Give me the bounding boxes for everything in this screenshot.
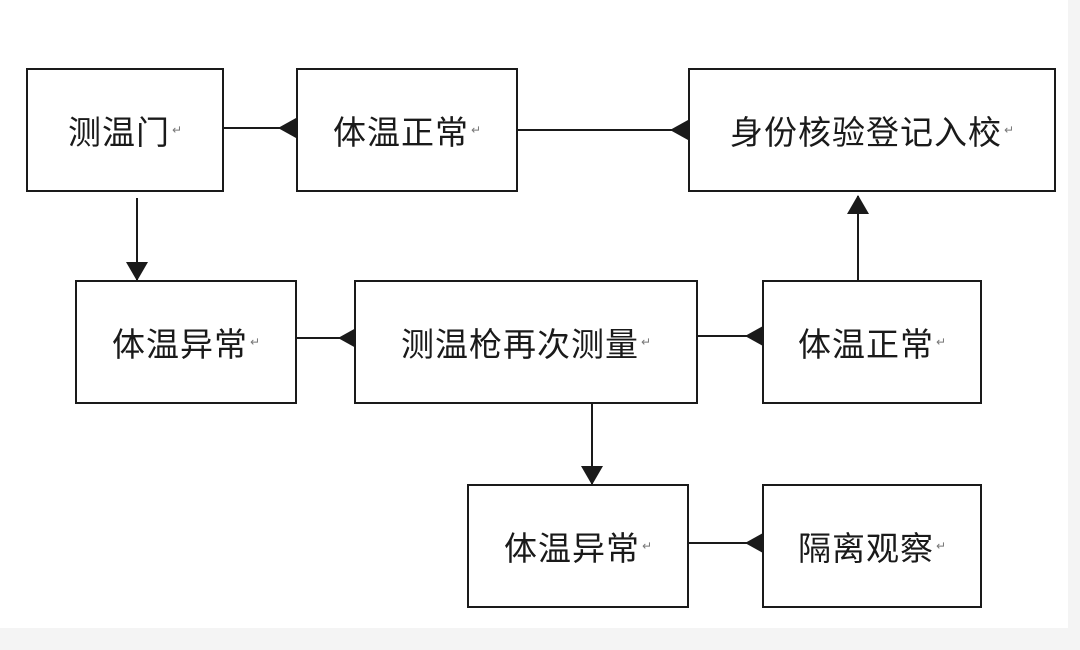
arrowhead-abnormal-to-remeasure — [338, 328, 356, 348]
arrowhead-abnormal2-to-isolation — [745, 533, 763, 553]
node-temp-gate-label: 测温门 — [67, 113, 170, 152]
paragraph-mark: ↵ — [641, 539, 653, 553]
node-temp-gate: 测温门↵ — [26, 68, 224, 192]
paragraph-mark: ↵ — [1003, 123, 1015, 137]
arrowhead-normal-to-id-check — [670, 120, 688, 140]
node-abnormal-temp-1: 体温异常↵ — [75, 280, 297, 404]
paragraph-mark: ↵ — [249, 335, 261, 349]
node-id-check-label: 身份核验登记入校 — [729, 113, 1002, 152]
arrowhead-remeasure-to-normal — [745, 326, 763, 346]
arrowhead-remeasure-to-abnormal2 — [581, 466, 603, 485]
node-isolation: 隔离观察↵ — [762, 484, 982, 608]
arrowhead-normal2-to-id-check — [847, 195, 869, 214]
node-abnormal-temp-1-label: 体温异常 — [111, 325, 248, 364]
node-normal-temp-2: 体温正常↵ — [762, 280, 982, 404]
arrowhead-gate-to-normal — [278, 118, 296, 138]
paragraph-mark: ↵ — [935, 335, 947, 349]
paragraph-mark: ↵ — [640, 335, 652, 349]
node-normal-temp-1: 体温正常↵ — [296, 68, 518, 192]
paragraph-mark: ↵ — [470, 123, 482, 137]
node-abnormal-temp-2: 体温异常↵ — [467, 484, 689, 608]
arrowhead-gate-to-abnormal — [126, 262, 148, 281]
node-normal-temp-1-label: 体温正常 — [332, 113, 469, 152]
node-id-check: 身份核验登记入校↵ — [688, 68, 1056, 192]
page-bottom-shade — [0, 628, 1080, 650]
node-remeasure-label: 测温枪再次测量 — [400, 325, 639, 364]
node-isolation-label: 隔离观察 — [797, 529, 934, 568]
node-abnormal-temp-2-label: 体温异常 — [503, 529, 640, 568]
node-remeasure: 测温枪再次测量↵ — [354, 280, 698, 404]
paragraph-mark: ↵ — [171, 123, 183, 137]
paragraph-mark: ↵ — [935, 539, 947, 553]
node-normal-temp-2-label: 体温正常 — [797, 325, 934, 364]
page-edge-shade — [1068, 0, 1080, 650]
